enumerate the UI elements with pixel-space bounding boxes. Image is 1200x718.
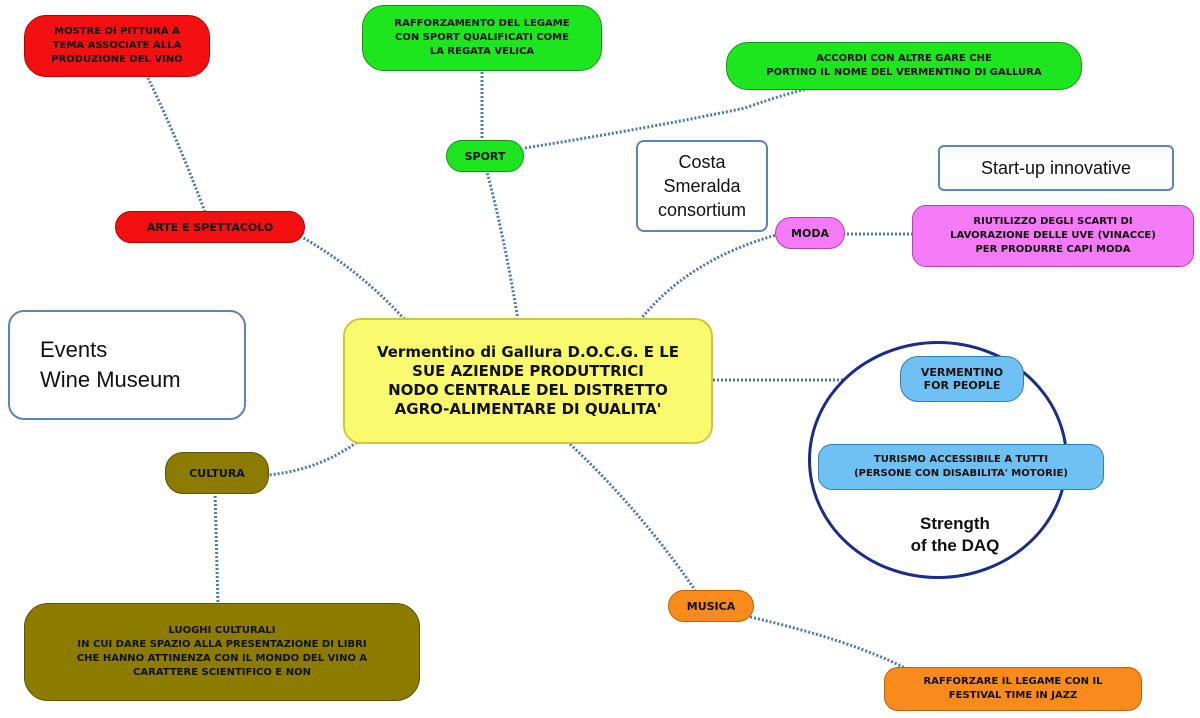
link-musica-jazz xyxy=(749,615,906,670)
turismo-node[interactable]: TURISMO ACCESSIBILE A TUTTI (PERSONE CON… xyxy=(818,444,1104,490)
musica-node-label: MUSICA xyxy=(686,599,736,613)
accordi-node-line: ACCORDI CON ALTRE GARE CHE xyxy=(816,53,992,64)
luoghi-node-line: CHE HANNO ATTINENZA CON IL MONDO DEL VIN… xyxy=(76,653,368,664)
jazz-node-line: FESTIVAL TIME IN JAZZ xyxy=(948,690,1078,701)
riutilizzo-node-line: RIUTILIZZO DEGLI SCARTI DI xyxy=(973,216,1133,227)
events-callout-line: Wine Museum xyxy=(40,367,181,392)
regata-node-line: CON SPORT QUALIFICATI COME xyxy=(395,32,569,43)
strength-label-line: of the DAQ xyxy=(910,536,1000,555)
startup-callout: Start-up innovative xyxy=(938,145,1174,191)
link-center-arte xyxy=(299,234,407,322)
mostre-node-line: MOSTRE DI PITTURA A xyxy=(54,26,180,37)
link-center-cultura xyxy=(267,438,361,477)
turismo-node-line: (PERSONE CON DISABILITA' MOTORIE) xyxy=(854,468,1068,479)
regata-node[interactable]: RAFFORZAMENTO DEL LEGAME CON SPORT QUALI… xyxy=(362,5,602,71)
central-node-line: AGRO-ALIMENTARE DI QUALITA' xyxy=(394,400,662,418)
cultura-node[interactable]: CULTURA xyxy=(165,452,269,494)
mostre-node[interactable]: MOSTRE DI PITTURA A TEMA ASSOCIATE ALLA … xyxy=(24,15,210,77)
moda-node[interactable]: MODA xyxy=(775,217,845,249)
vfp-node-line: VERMENTINO xyxy=(920,366,1004,379)
riutilizzo-node-line: LAVORAZIONE DELLE UVE (VINACCE) xyxy=(950,230,1156,241)
costa-callout-line: Smeralda xyxy=(663,176,741,196)
regata-node-line: LA REGATA VELICA xyxy=(429,46,535,57)
link-sport-accordi xyxy=(524,84,821,150)
link-cultura-luoghi xyxy=(213,491,220,606)
link-center-moda xyxy=(638,232,781,321)
costa-callout-line: Costa xyxy=(678,152,726,172)
central-node-line: SUE AZIENDE PRODUTTRICI xyxy=(412,362,644,380)
link-arte-mostre xyxy=(146,77,207,213)
vermentino-for-people-node[interactable]: VERMENTINO FOR PEOPLE xyxy=(900,356,1024,402)
musica-node[interactable]: MUSICA xyxy=(668,590,754,622)
costa-smeralda-callout: Costa Smeralda consortium xyxy=(636,140,768,232)
central-node-line: NODO CENTRALE DEL DISTRETTO xyxy=(388,381,668,399)
mostre-node-line: TEMA ASSOCIATE ALLA xyxy=(52,40,182,51)
link-center-sport xyxy=(485,171,520,321)
luoghi-node-line: LUOGHI CULTURALI xyxy=(168,625,276,636)
sport-node-label: SPORT xyxy=(464,149,506,163)
riutilizzo-node[interactable]: RIUTILIZZO DEGLI SCARTI DI LAVORAZIONE D… xyxy=(912,205,1194,267)
jazz-node[interactable]: RAFFORZARE IL LEGAME CON IL FESTIVAL TIM… xyxy=(884,667,1142,711)
vfp-node-line: FOR PEOPLE xyxy=(923,379,1001,392)
luoghi-node-line: CARATTERE SCIENTIFICO E NON xyxy=(133,667,311,678)
sport-node[interactable]: SPORT xyxy=(446,140,524,172)
turismo-node-line: TURISMO ACCESSIBILE A TUTTI xyxy=(873,454,1049,465)
regata-node-line: RAFFORZAMENTO DEL LEGAME xyxy=(394,18,570,29)
central-node-line: Vermentino di Gallura D.O.C.G. E LE xyxy=(376,343,680,361)
events-callout-line: Events xyxy=(40,337,108,362)
arte-node-label: ARTE E SPETTACOLO xyxy=(146,220,274,234)
luoghi-node[interactable]: LUOGHI CULTURALI IN CUI DARE SPAZIO ALLA… xyxy=(24,603,420,701)
events-callout: Events Wine Museum xyxy=(8,310,246,420)
riutilizzo-node-line: PER PRODURRE CAPI MODA xyxy=(975,244,1131,255)
moda-node-label: MODA xyxy=(791,226,829,240)
strength-label-line: Strength xyxy=(920,514,990,533)
startup-callout-line: Start-up innovative xyxy=(980,157,1132,178)
strength-label: Strength of the DAQ xyxy=(900,510,1010,560)
mostre-node-line: PRODUZIONE DEL VINO xyxy=(51,54,183,65)
cultura-node-label: CULTURA xyxy=(189,466,245,480)
costa-callout-line: consortium xyxy=(657,200,747,220)
accordi-node[interactable]: ACCORDI CON ALTRE GARE CHE PORTINO IL NO… xyxy=(726,42,1082,90)
link-center-musica xyxy=(568,442,697,591)
jazz-node-line: RAFFORZARE IL LEGAME CON IL xyxy=(923,676,1103,687)
accordi-node-line: PORTINO IL NOME DEL VERMENTINO DI GALLUR… xyxy=(766,67,1042,78)
central-node[interactable]: Vermentino di Gallura D.O.C.G. E LE SUE … xyxy=(343,318,713,444)
luoghi-node-line: IN CUI DARE SPAZIO ALLA PRESENTAZIONE DI… xyxy=(77,639,367,650)
arte-node[interactable]: ARTE E SPETTACOLO xyxy=(115,211,305,243)
